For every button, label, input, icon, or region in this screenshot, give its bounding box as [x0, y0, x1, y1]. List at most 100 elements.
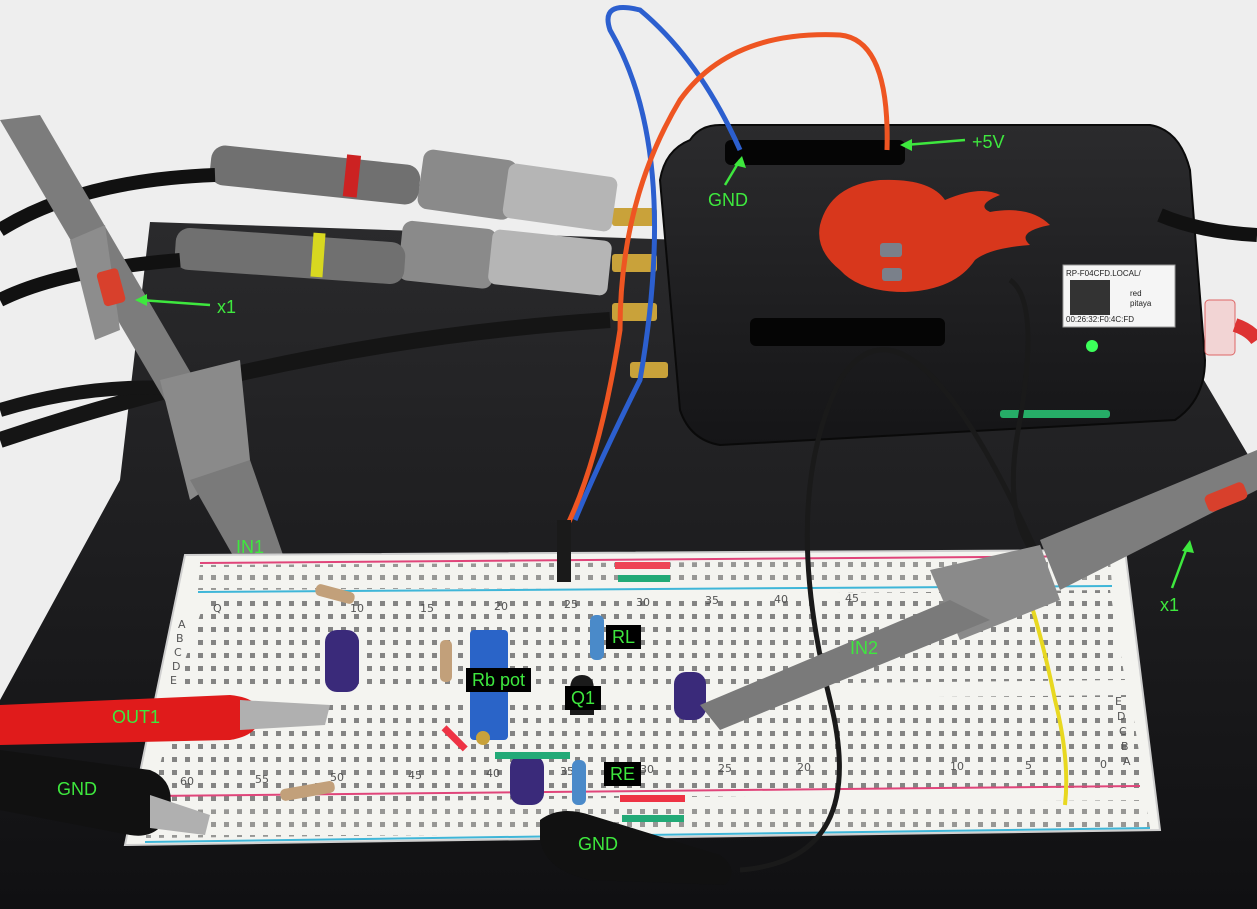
- jumper-green-2: [622, 815, 684, 822]
- arrow-x1-right: [1170, 544, 1190, 589]
- label-rl: RL: [606, 625, 642, 649]
- bb-bottom-num: 30: [640, 763, 654, 776]
- bb-top-num: 10: [350, 602, 364, 615]
- bnc-adapters: [174, 145, 618, 296]
- red-jumper-wire: [562, 32, 890, 532]
- device-sticker: RP-F04CFD.LOCAL/ red pitaya 00:26:32:F0:…: [1062, 264, 1176, 328]
- bb-bottom-num: 55: [255, 773, 269, 786]
- bb-bottom-num: 45: [408, 769, 422, 782]
- bb-row-letter: C: [174, 646, 182, 659]
- black-ground-wire: [739, 277, 1043, 873]
- jumper-header: [557, 520, 571, 582]
- pot-adjust-screw: [476, 731, 490, 745]
- label-in2: IN2: [850, 638, 879, 658]
- bb-top-num: 30: [636, 596, 650, 609]
- label-out1: OUT1: [112, 707, 161, 727]
- label-re: RE: [604, 762, 642, 786]
- resistor-bottom-left: [280, 781, 335, 801]
- redpitaya-device: RP-F04CFD.LOCAL/ red pitaya 00:26:32:F0:…: [612, 124, 1236, 447]
- sma-connector-4: [630, 362, 668, 378]
- x1-switch-left: [96, 268, 126, 307]
- alligator-clip-out1: [0, 695, 330, 745]
- top-rail-red: [199, 555, 1111, 564]
- alligator-clip-gnd-bottom: [540, 811, 732, 885]
- bb-row-letter-right: A: [1123, 755, 1131, 768]
- bb-bottom-num: 10: [950, 760, 964, 773]
- jumper-red-3: [441, 725, 468, 752]
- front-slot: [750, 318, 945, 346]
- label-gnd-left: GND: [57, 779, 97, 799]
- bb-bottom-num: 0: [1100, 758, 1107, 771]
- jumper-red-2: [620, 795, 685, 802]
- bb-bottom-num: 60: [180, 775, 194, 788]
- label-x1-right: x1: [1160, 595, 1180, 615]
- capacitor-2: [674, 672, 706, 720]
- bb-row-letter: D: [172, 660, 180, 673]
- sticker-hostname: RP-F04CFD.LOCAL/: [1066, 269, 1141, 278]
- bb-row-letter-right: D: [1117, 710, 1125, 723]
- resistor-rl: [590, 615, 604, 660]
- bb-bottom-num: 5: [1025, 759, 1032, 772]
- bb-bottom-num: 50: [330, 771, 344, 784]
- bb-bottom-num: 20: [797, 761, 811, 774]
- bb-top-num: 20: [494, 600, 508, 613]
- label-5v: +5V: [972, 132, 1005, 152]
- bb-row-letter: B: [176, 632, 184, 645]
- bb-top-num: 45: [845, 592, 859, 605]
- alligator-clip-gnd-left: [0, 750, 210, 836]
- arrow-5v: [904, 138, 966, 147]
- capacitor-3: [510, 755, 544, 805]
- top-slot: [725, 140, 905, 165]
- bb-row-letter-right: E: [1115, 695, 1122, 708]
- blue-jumper-wire: [572, 5, 743, 521]
- probe-cable-1: [0, 168, 216, 236]
- annotation-arrows: [135, 138, 1194, 589]
- status-light-bar: [1000, 410, 1110, 418]
- led-window-1: [880, 243, 902, 257]
- label-gnd-top: GND: [708, 190, 748, 210]
- bb-top-num: 35: [705, 594, 719, 607]
- yellow-wire: [1028, 599, 1069, 806]
- bb-top-num: 40: [774, 593, 788, 606]
- bb-bottom-num: 35: [560, 765, 574, 778]
- bb-bottom-num: 25: [718, 762, 732, 775]
- qr-code: [1070, 280, 1110, 315]
- jumper-red-1: [615, 562, 670, 569]
- jumper-green-3: [495, 752, 570, 759]
- power-cable: [1157, 208, 1257, 242]
- jumper-green-1: [618, 575, 670, 582]
- resistor-rb: [440, 640, 452, 682]
- ethernet-plug: [1204, 299, 1236, 356]
- sma-connector-2: [612, 254, 657, 272]
- bb-row-letter-right: C: [1119, 725, 1127, 738]
- bb-col-letter: Q: [213, 602, 222, 615]
- arrow-x1-left: [139, 298, 211, 307]
- bb-row-letter: A: [178, 618, 186, 631]
- led-window-2: [882, 268, 902, 281]
- flame-logo: [819, 179, 1050, 292]
- label-in1: IN1: [236, 537, 265, 557]
- x1-switch-right: [1204, 482, 1248, 512]
- resistor-re: [572, 760, 586, 805]
- capacitor-1: [325, 630, 359, 692]
- resistor-top-left: [315, 584, 355, 604]
- label-q1: Q1: [565, 686, 602, 710]
- label-gnd-bottom: GND: [578, 834, 618, 854]
- bb-top-num: 25: [564, 598, 578, 611]
- label-x1-left: x1: [217, 297, 237, 317]
- oscilloscope-probe-right: [700, 450, 1257, 730]
- probe-cable-2: [0, 253, 181, 307]
- power-led: [1086, 340, 1098, 352]
- sticker-logo-red: red: [1130, 289, 1142, 298]
- sticker-logo-pitaya: pitaya: [1130, 299, 1152, 308]
- bb-bottom-num: 40: [486, 767, 500, 780]
- bb-row-letter-right: B: [1121, 740, 1129, 753]
- ethernet-cable: [1232, 318, 1257, 345]
- bb-row-letter: E: [170, 674, 177, 687]
- probe-cable-3: [0, 312, 611, 448]
- bb-top-num: 15: [420, 602, 434, 615]
- sma-connector-3: [612, 303, 657, 321]
- label-rb-pot: Rb pot: [466, 668, 532, 692]
- sticker-mac: 00:26:32:F0:4C:FD: [1066, 315, 1134, 324]
